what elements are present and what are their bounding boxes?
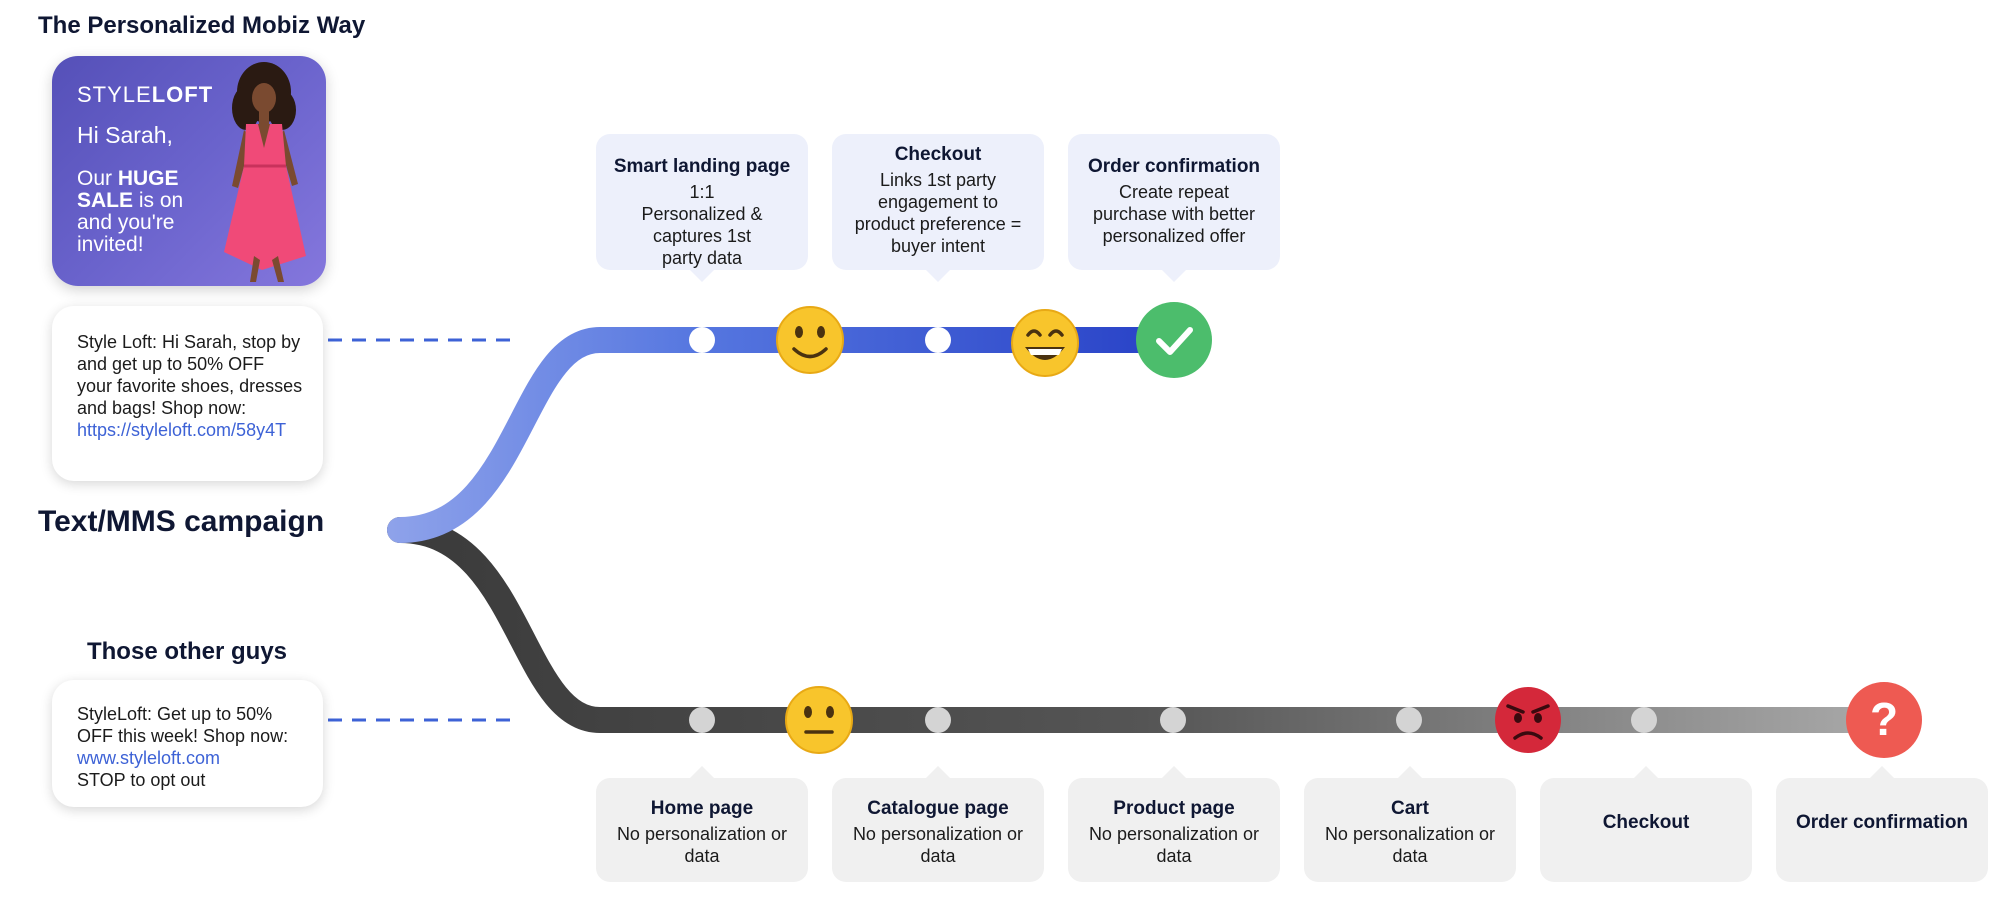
step-dot bbox=[1160, 707, 1186, 733]
section-heading-other-guys: Those other guys bbox=[86, 638, 288, 665]
step-title: Cart bbox=[1390, 798, 1429, 819]
brand-logo: STYLELOFT bbox=[77, 82, 214, 107]
campaign-label: Text/MMS campaign bbox=[38, 505, 325, 538]
step-card-order-confirmation-personalized: Order confirmation Create repeat purchas… bbox=[1068, 134, 1280, 282]
sms-text: StyleLoft: Get up to 50% OFF this week! … bbox=[77, 704, 289, 746]
step-title: Home page bbox=[650, 798, 754, 819]
promo-greeting: Hi Sarah, bbox=[77, 122, 173, 148]
step-card-checkout-personalized: Checkout Links 1st party engagement to p… bbox=[832, 134, 1044, 282]
step-title: Order confirmation bbox=[1795, 812, 1969, 833]
step-dot bbox=[689, 327, 715, 353]
step-desc: No personalization or data bbox=[1324, 824, 1496, 866]
check-circle-icon bbox=[1136, 302, 1212, 378]
sms-text: Style Loft: Hi Sarah, stop by and get up… bbox=[77, 332, 303, 418]
step-title: Product page bbox=[1113, 798, 1235, 819]
step-dot bbox=[925, 707, 951, 733]
section-heading-personalized: The Personalized Mobiz Way bbox=[38, 12, 366, 39]
model-photo bbox=[224, 62, 306, 282]
step-dot bbox=[1396, 707, 1422, 733]
angry-face-emoji-icon bbox=[1495, 687, 1561, 753]
step-card-smart-landing: Smart landing page 1:1 Personalized & ca… bbox=[596, 134, 808, 282]
step-desc: No personalization or data bbox=[852, 824, 1024, 866]
step-desc: No personalization or data bbox=[1088, 824, 1260, 866]
svg-text:?: ? bbox=[1870, 693, 1898, 745]
sms-message-generic: StyleLoft: Get up to 50% OFF this week! … bbox=[52, 680, 323, 807]
step-desc: Links 1st party engagement to product pr… bbox=[854, 170, 1022, 256]
step-title: Smart landing page bbox=[613, 156, 791, 177]
step-title: Checkout bbox=[1602, 812, 1690, 833]
question-circle-icon: ? bbox=[1846, 682, 1922, 758]
step-card-order-confirmation-generic: Order confirmation bbox=[1776, 766, 1988, 882]
top-path-line bbox=[387, 327, 1173, 543]
step-desc: Create repeat purchase with better perso… bbox=[1092, 182, 1256, 246]
step-card-cart: Cart No personalization or data bbox=[1304, 766, 1516, 882]
sms-optout: STOP to opt out bbox=[77, 770, 206, 790]
step-card-product-page: Product page No personalization or data bbox=[1068, 766, 1280, 882]
bottom-path-line bbox=[387, 517, 1913, 733]
step-card-home-page: Home page No personalization or data bbox=[596, 766, 808, 882]
step-desc: No personalization or data bbox=[616, 824, 788, 866]
promo-body: Our HUGE SALE is on and you're invited! bbox=[77, 167, 184, 256]
step-dot bbox=[1631, 707, 1657, 733]
step-card-catalogue-page: Catalogue page No personalization or dat… bbox=[832, 766, 1044, 882]
step-title: Order confirmation bbox=[1087, 156, 1261, 177]
slight-smile-emoji-icon bbox=[776, 306, 844, 374]
grin-emoji-icon bbox=[1011, 309, 1079, 377]
step-desc: 1:1 Personalized & captures 1st party da… bbox=[641, 182, 763, 268]
step-dot bbox=[925, 327, 951, 353]
step-title: Catalogue page bbox=[867, 798, 1009, 819]
sms-link[interactable]: https://styleloft.com/58y4T bbox=[77, 420, 287, 440]
step-dot bbox=[689, 707, 715, 733]
step-card-checkout-generic: Checkout bbox=[1540, 766, 1752, 882]
sms-message-personalized: Style Loft: Hi Sarah, stop by and get up… bbox=[52, 306, 323, 481]
mms-promo-card: STYLELOFT Hi Sarah, Our HUGE SALE is on … bbox=[52, 56, 326, 286]
sms-link[interactable]: www.styleloft.com bbox=[77, 748, 221, 768]
neutral-face-emoji-icon bbox=[785, 686, 853, 754]
step-title: Checkout bbox=[894, 144, 982, 165]
